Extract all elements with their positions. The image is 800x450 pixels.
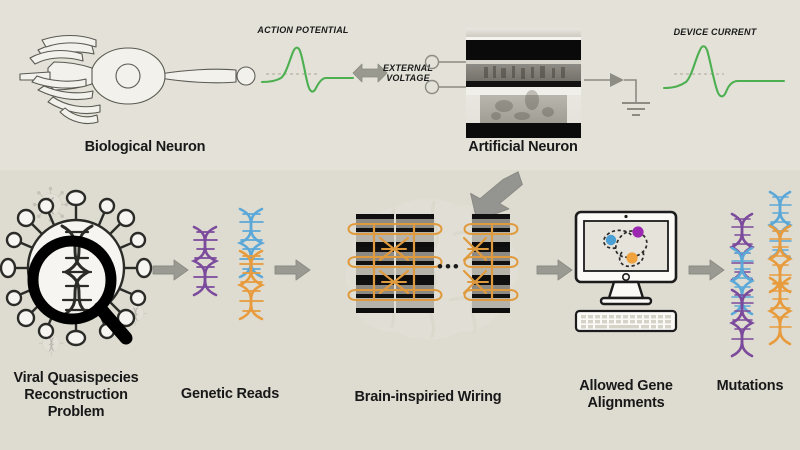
crossbar-array-icon (462, 212, 522, 313)
monitor-graph-icon (570, 208, 682, 333)
dna-helices-icon (186, 205, 274, 321)
double-arrow-icon (352, 62, 388, 84)
caption-line-2: Reconstruction (24, 387, 128, 404)
external-voltage-line2: VOLTAGE (386, 73, 430, 84)
caption-line-1: Allowed Gene (579, 378, 673, 394)
caption-line-2: Alignments (587, 395, 665, 412)
action-potential-label: ACTION POTENTIAL (257, 25, 349, 35)
mutations-caption: Mutations (716, 378, 784, 394)
external-voltage-line1: EXTERNAL (382, 63, 434, 73)
external-voltage-label: EXTERNAL VOLTAGE (378, 63, 438, 84)
dna-helices-icon (728, 190, 800, 360)
waveform-icon (660, 38, 788, 104)
virus-magnifier-icon (0, 182, 154, 362)
artificial-neuron-caption: Artificial Neuron (468, 139, 578, 155)
caption-line-1: Viral Quasispecies (13, 370, 139, 386)
waveform-icon (260, 38, 355, 100)
crossbar-array-icon (347, 212, 443, 313)
tem-micrograph-icon (466, 28, 581, 138)
allowed-gene-alignments-caption: Allowed Gene Alignments (556, 378, 696, 412)
device-current-label: DEVICE CURRENT (673, 27, 757, 37)
arrow-right-icon (536, 258, 574, 282)
genetic-reads-caption: Genetic Reads (180, 386, 280, 402)
viral-quasispecies-caption: Viral Quasispecies Reconstruction Proble… (0, 370, 152, 421)
ground-icon (584, 55, 664, 125)
arrow-right-icon (688, 258, 726, 282)
caption-line-3: Problem (47, 404, 105, 421)
brain-inspired-wiring-caption: Brain-inspiried Wiring (354, 389, 502, 405)
arrow-right-icon (274, 258, 312, 282)
arrow-right-icon (152, 258, 190, 282)
ellipsis-dots: ••• (437, 257, 461, 276)
biological-neuron-caption: Biological Neuron (84, 139, 206, 155)
neuron-outline-icon (8, 28, 268, 128)
